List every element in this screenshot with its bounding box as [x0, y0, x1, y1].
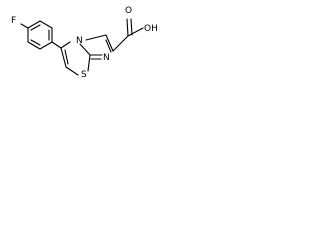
sulfur-label: S: [81, 70, 87, 80]
imidazole-ring: [85, 34, 114, 60]
phenyl-thiazole-bond: [51, 41, 62, 49]
hydroxyl-label: OH: [144, 24, 158, 34]
c-f-bond: [20, 23, 29, 29]
thiazole-ring: [60, 41, 91, 76]
nitrogen-bridge-label: N: [76, 36, 83, 46]
carboxylic-acid-group: [112, 18, 144, 52]
fluorine-label: F: [11, 16, 16, 26]
carbonyl-oxygen-label: O: [125, 6, 132, 16]
chemical-structure: F N N S OH O: [11, 6, 158, 80]
fluorophenyl-ring: [27, 20, 53, 50]
nitrogen-imine-label: N: [103, 53, 110, 63]
